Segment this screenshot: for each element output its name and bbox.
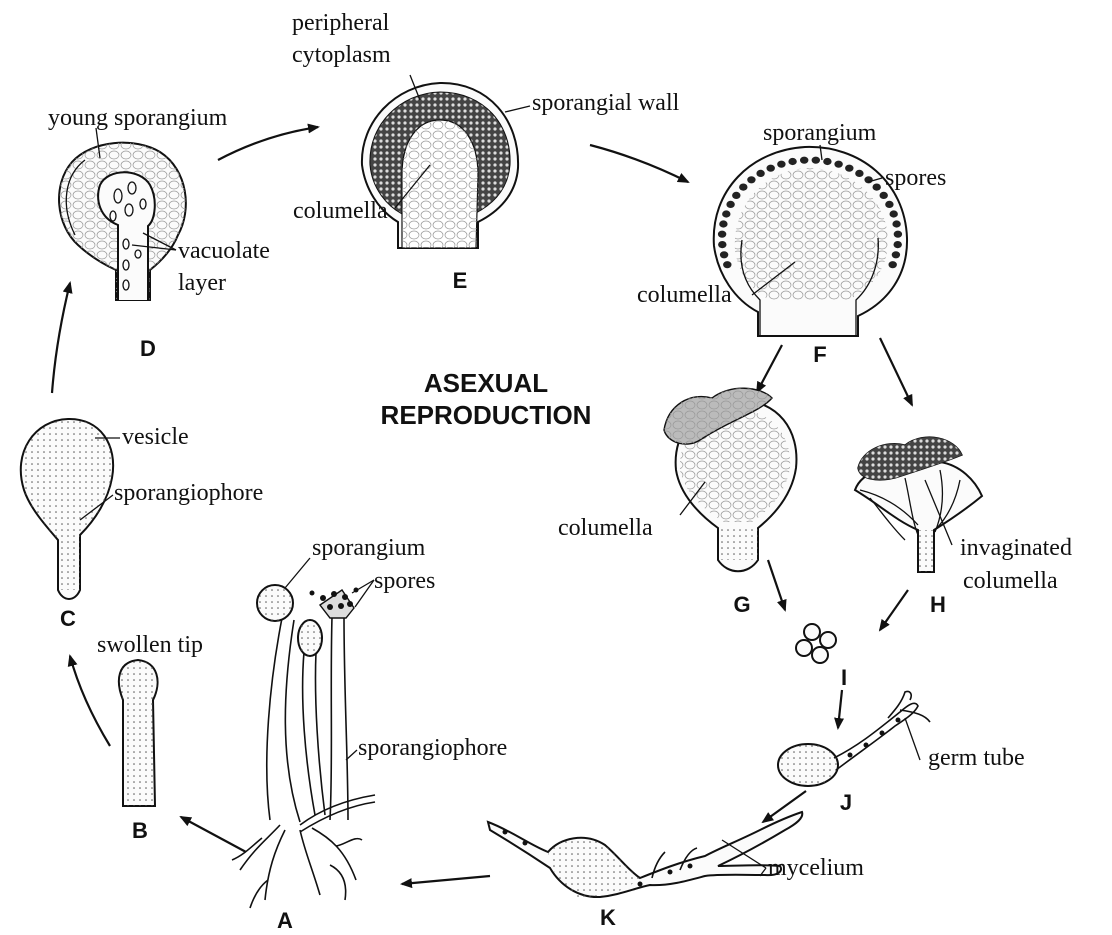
- label-spores-A: spores: [374, 568, 435, 594]
- stage-G-drawing: [664, 388, 796, 571]
- stage-letter-F: F: [813, 342, 826, 367]
- label-columella-G: columella: [558, 515, 653, 541]
- label-swollen-tip: swollen tip: [97, 632, 203, 658]
- spore: [720, 251, 728, 258]
- label-columella-H: columella: [963, 568, 1058, 594]
- arrow-D-to-E: [218, 127, 318, 160]
- spore: [719, 220, 727, 227]
- spore: [873, 184, 881, 191]
- arrow-E-to-F: [590, 145, 688, 182]
- arrow-H-to-I: [880, 590, 908, 630]
- spore: [739, 184, 747, 191]
- spore: [732, 192, 740, 199]
- stage-letter-E: E: [453, 268, 468, 293]
- label-sporangium-A: sporangium: [312, 535, 426, 561]
- spore: [718, 241, 726, 248]
- spore: [756, 170, 764, 177]
- label-layer: layer: [178, 270, 226, 296]
- spore: [894, 241, 902, 248]
- stage-J-drawing: [778, 691, 930, 786]
- stage-I-drawing: [796, 624, 836, 663]
- stage-A-drawing: [232, 585, 375, 908]
- stage-letter-A: A: [277, 908, 293, 933]
- stage-D-drawing: [59, 143, 186, 300]
- title-line-2: REPRODUCTION: [381, 400, 592, 430]
- arrow-F-to-G: [757, 345, 782, 392]
- stage-letter-C: C: [60, 606, 76, 631]
- label-cytoplasm: cytoplasm: [292, 42, 391, 68]
- label-germ-tube: germ tube: [928, 745, 1025, 771]
- arrow-G-to-I: [768, 560, 785, 610]
- label-spores-F: spores: [885, 165, 946, 191]
- label-mycelium: mycelium: [768, 855, 864, 881]
- stage-B-drawing: [119, 660, 158, 806]
- label-columella-E: columella: [293, 198, 388, 224]
- stage-letter-G: G: [733, 592, 750, 617]
- label-sporangiophore-A: sporangiophore: [358, 735, 507, 761]
- spore: [777, 161, 785, 168]
- spore: [747, 176, 755, 183]
- stage-letter-B: B: [132, 818, 148, 843]
- spore: [890, 210, 898, 217]
- spore: [880, 192, 888, 199]
- arrow-C-to-D: [52, 283, 70, 393]
- spore: [894, 231, 902, 238]
- spore: [885, 201, 893, 208]
- stage-letter-I: I: [841, 665, 847, 690]
- label-vacuolate: vacuolate: [178, 238, 270, 264]
- stage-letter-D: D: [140, 336, 156, 361]
- spore: [726, 201, 734, 208]
- spore: [892, 220, 900, 227]
- spore: [788, 158, 796, 165]
- label-invaginated: invaginated: [960, 535, 1072, 561]
- spore: [892, 251, 900, 258]
- stage-C-drawing: [21, 419, 113, 599]
- label-columella-F: columella: [637, 282, 732, 308]
- stage-letter-H: H: [930, 592, 946, 617]
- spore: [718, 231, 726, 238]
- leader-germ-tube: [905, 718, 920, 760]
- spore: [889, 261, 897, 268]
- spore: [767, 165, 775, 172]
- leader-sporangial-wall: [505, 106, 530, 112]
- diagram-title: ASEXUAL REPRODUCTION: [381, 368, 592, 430]
- spore: [723, 261, 731, 268]
- spore: [812, 157, 820, 164]
- label-sporangiophore-C: sporangiophore: [114, 480, 263, 506]
- stage-letter-J: J: [840, 790, 852, 815]
- spore: [823, 158, 831, 165]
- spore: [845, 165, 853, 172]
- label-peripheral: peripheral: [292, 10, 390, 36]
- arrow-I-to-J: [838, 690, 842, 728]
- spore: [722, 210, 730, 217]
- label-sporangial-wall: sporangial wall: [532, 90, 680, 116]
- arrow-K-to-A: [402, 876, 490, 884]
- label-vesicle: vesicle: [122, 424, 189, 450]
- spore: [855, 170, 863, 177]
- leader-spores-A-2: [355, 580, 374, 607]
- leader-spores-A-1: [352, 580, 374, 593]
- spore: [834, 161, 842, 168]
- leader-sporangium-A: [285, 558, 310, 588]
- arrow-B-to-C: [70, 656, 110, 746]
- label-sporangium-F: sporangium: [763, 120, 877, 146]
- title-line-1: ASEXUAL: [424, 368, 548, 398]
- stage-letter-K: K: [600, 905, 616, 930]
- stage-K-drawing: [488, 812, 802, 897]
- spore: [800, 157, 808, 164]
- stage-F-drawing: [714, 147, 907, 336]
- arrow-A-to-B: [181, 817, 246, 852]
- label-young-sporangium: young sporangium: [48, 105, 228, 131]
- arrow-F-to-H: [880, 338, 912, 405]
